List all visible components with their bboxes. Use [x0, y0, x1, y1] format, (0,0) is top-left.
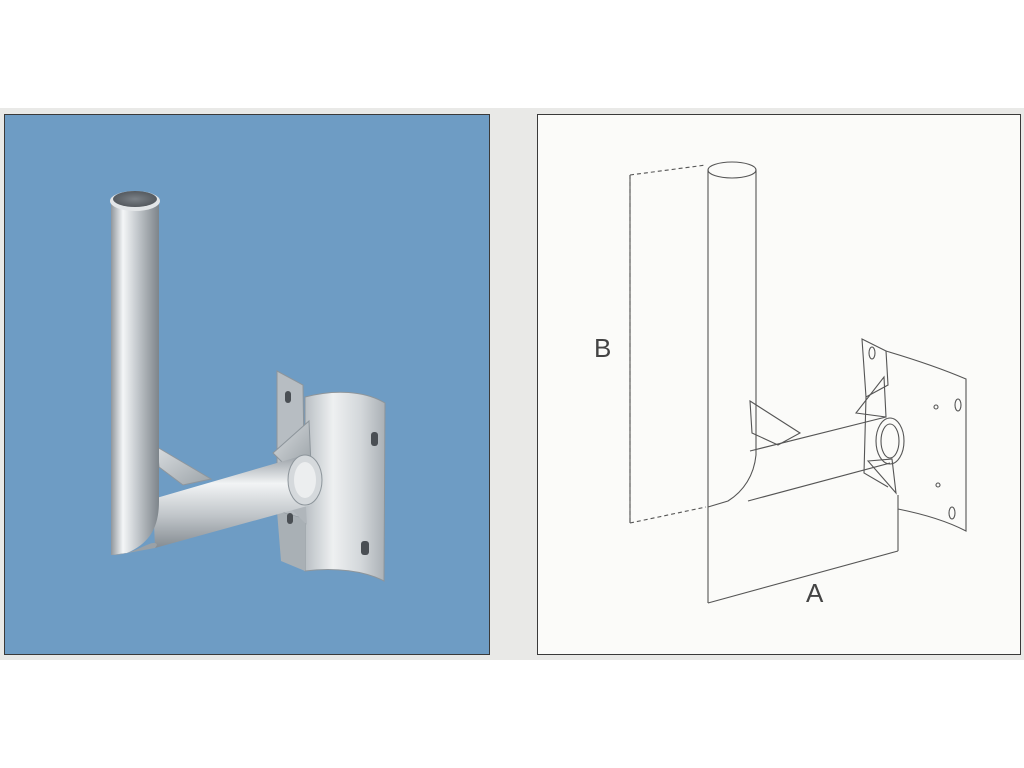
dimension-a-lines: [707, 507, 899, 604]
vertical-pole-outline: [707, 161, 757, 508]
dimension-a-label: A: [806, 578, 824, 608]
vertical-pole: [110, 191, 160, 555]
brace-lower-outline: [866, 458, 897, 495]
dimension-a-line: [707, 550, 899, 604]
wall-plate-outline: [861, 338, 967, 532]
brace-upper-outline: [854, 375, 887, 418]
dimension-b-lines: [629, 164, 707, 524]
gusset-outline: [749, 399, 802, 446]
horizontal-arm-outline: [747, 416, 905, 502]
bracket-line-drawing: [629, 161, 967, 604]
pole-cap: [113, 191, 157, 207]
dimension-drawing-panel: B A: [537, 114, 1021, 655]
pole-gusset: [156, 446, 213, 486]
horizontal-arm: [153, 454, 323, 548]
dimension-b-label: B: [594, 333, 612, 363]
rendered-bracket-panel: [4, 114, 490, 655]
rendered-bracket-illustration: [110, 191, 386, 582]
